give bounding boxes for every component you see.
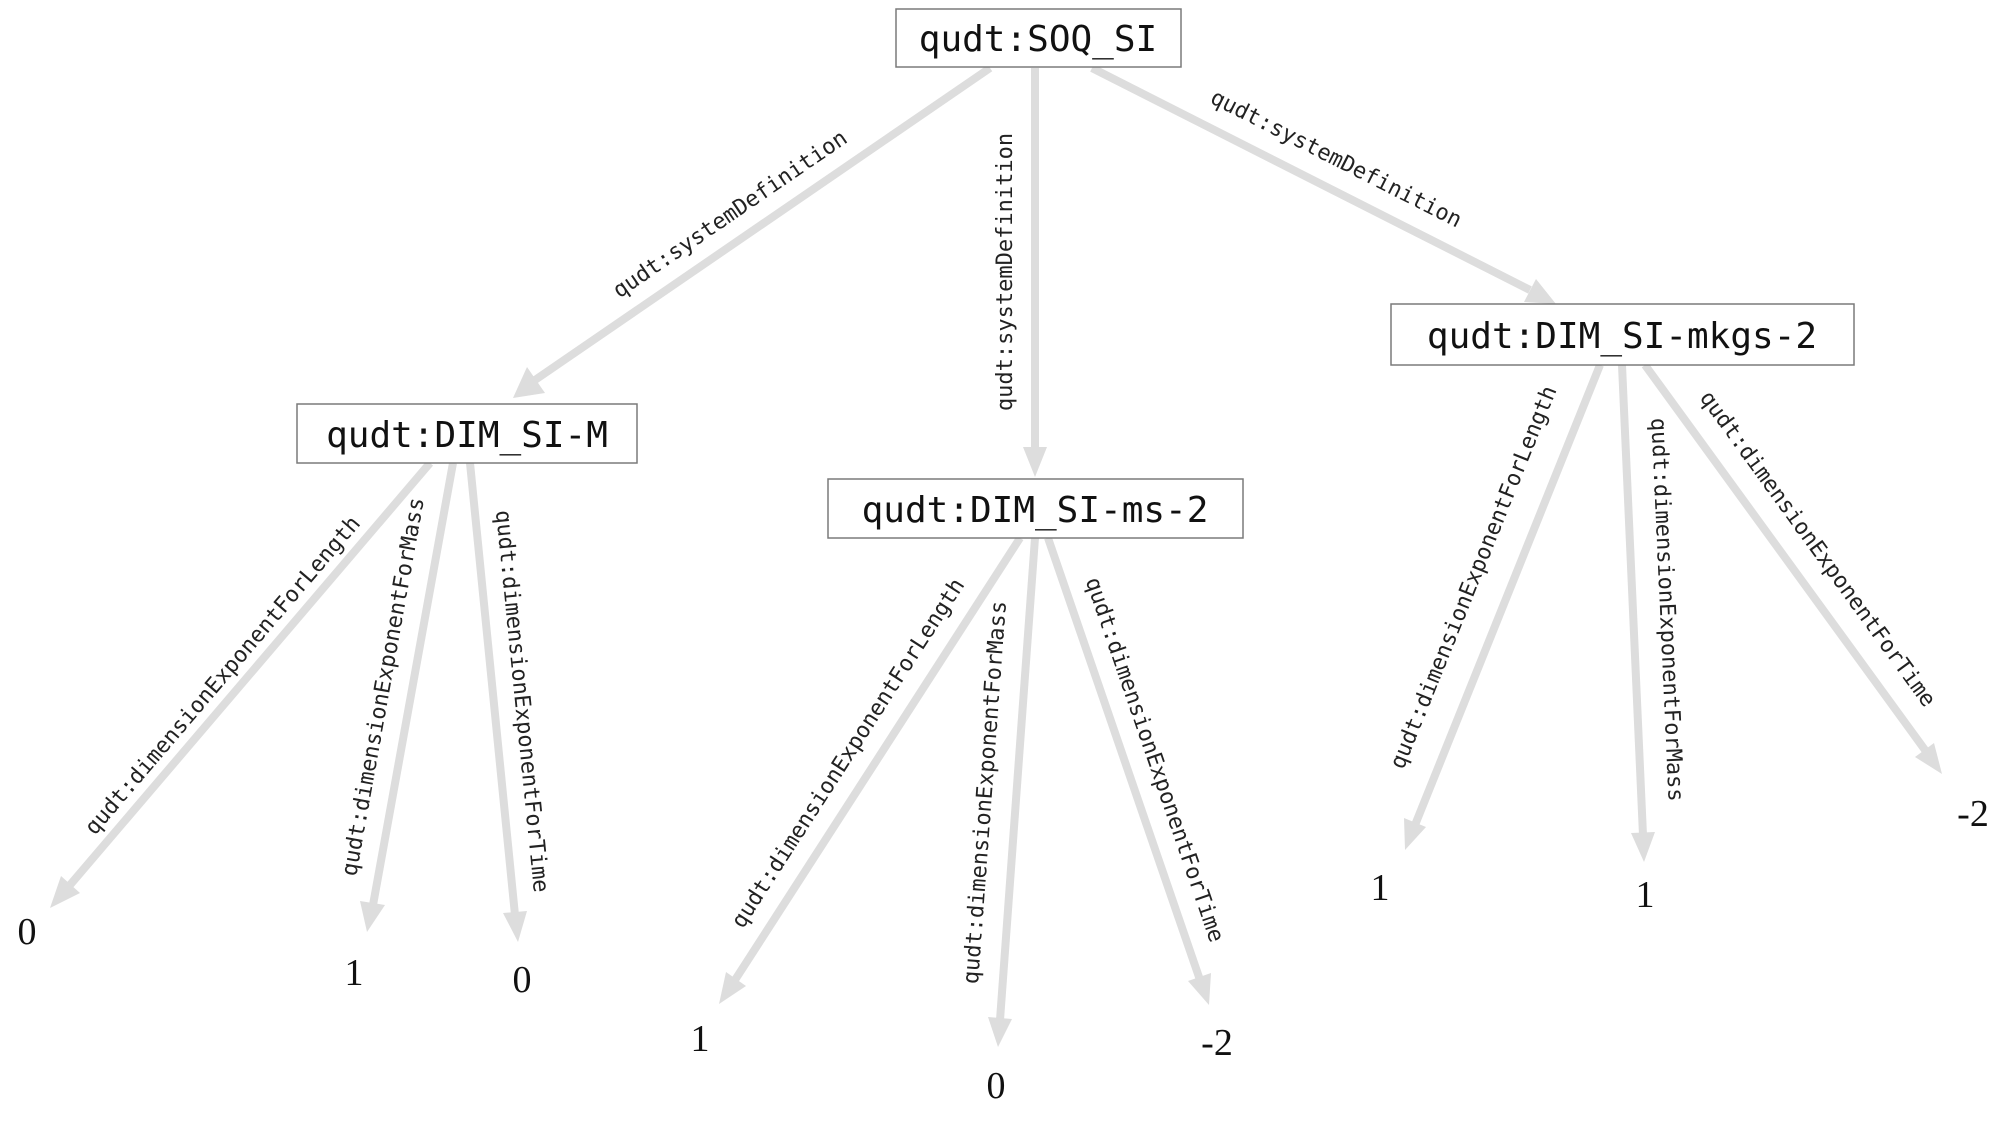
node-soq-si: qudt:SOQ_SI (895, 8, 1182, 68)
edge-label-system-definition: qudt:systemDefinition (1206, 85, 1465, 233)
edge-label-length: qudt:dimensionExponentForLength (80, 512, 366, 840)
edge-dim-mkgs2-time: qudt:dimensionExponentForTime (1641, 362, 1942, 774)
edge-dim-ms2-time: qudt:dimensionExponentForTime (1044, 536, 1229, 1005)
literal-dim-mkgs2-length: 1 (1371, 867, 1390, 909)
literal-dim-m-mass: 1 (345, 952, 364, 994)
literal-dim-m-length: 0 (18, 911, 37, 953)
literal-dim-m-time: 0 (513, 959, 532, 1001)
edge-label-time: qudt:dimensionExponentForTime (490, 509, 553, 894)
literal-dim-mkgs2-mass: 1 (1636, 874, 1655, 916)
literal-dim-ms2-time: -2 (1201, 1022, 1233, 1064)
node-label: qudt:SOQ_SI (919, 19, 1157, 60)
edge-label-length: qudt:dimensionExponentForLength (1385, 383, 1562, 773)
edge-label-time: qudt:dimensionExponentForTime (1080, 574, 1229, 945)
literal-dim-mkgs2-time: -2 (1957, 793, 1989, 835)
edge-dim-mkgs2-length: qudt:dimensionExponentForLength (1385, 363, 1604, 850)
edge-root-to-dim-m: qudt:systemDefinition (513, 64, 993, 398)
edge-label-system-definition: qudt:systemDefinition (993, 133, 1018, 411)
edge-dim-m-time: qudt:dimensionExponentForTime (466, 462, 553, 942)
node-label: qudt:DIM_SI-ms-2 (862, 490, 1209, 531)
node-label: qudt:DIM_SI-M (326, 415, 608, 456)
node-label: qudt:DIM_SI-mkgs-2 (1427, 316, 1817, 357)
edge-label-length: qudt:dimensionExponentForLength (727, 574, 970, 933)
edge-root-to-dim-mkgs2: qudt:systemDefinition (1090, 64, 1556, 304)
edge-root-to-dim-ms2: qudt:systemDefinition (993, 68, 1047, 477)
edge-label-system-definition: qudt:systemDefinition (609, 126, 853, 304)
node-dim-si-ms-2: qudt:DIM_SI-ms-2 (827, 478, 1244, 539)
edge-dim-mkgs2-mass: qudt:dimensionExponentForMass (1618, 364, 1688, 862)
literal-dim-ms2-length: 1 (691, 1018, 710, 1060)
node-dim-si-mkgs-2: qudt:DIM_SI-mkgs-2 (1390, 303, 1855, 366)
node-dim-si-m: qudt:DIM_SI-M (296, 403, 638, 464)
edge-label-mass: qudt:dimensionExponentForMass (1645, 417, 1687, 802)
edge-label-time: qudt:dimensionExponentForTime (1694, 386, 1940, 711)
literal-dim-ms2-mass: 0 (987, 1065, 1006, 1107)
